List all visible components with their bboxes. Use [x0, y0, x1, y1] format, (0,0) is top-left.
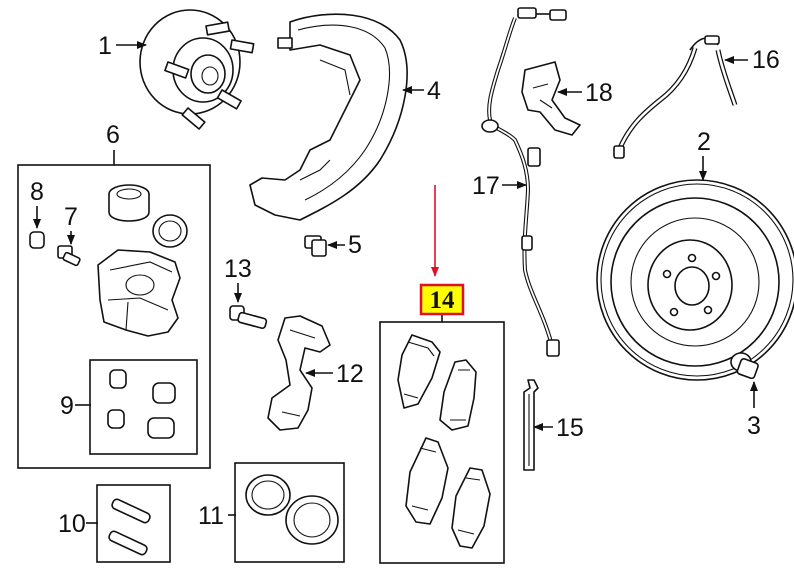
wear-sensor-wire-part [481, 7, 567, 357]
label-7: 7 [64, 203, 78, 231]
seal-kit-box [234, 462, 345, 563]
callout-4: 4 [402, 77, 441, 105]
label-13: 13 [224, 255, 252, 283]
label-5: 5 [348, 231, 362, 259]
callout-11: 11 [198, 502, 236, 530]
callout-1: 1 [98, 32, 147, 60]
bolt-part-5 [304, 235, 327, 257]
callout-17: 17 [472, 172, 527, 200]
label-15: 15 [556, 414, 584, 442]
caliper-bracket-part [267, 315, 331, 431]
callout-18: 18 [557, 79, 613, 107]
callout-13: 13 [224, 255, 252, 303]
label-11: 11 [198, 502, 224, 530]
callout-15: 15 [533, 414, 584, 442]
callout-7: 7 [64, 203, 78, 245]
label-4: 4 [427, 77, 441, 105]
label-2: 2 [697, 128, 711, 156]
callout-12: 12 [305, 360, 364, 388]
bracket-part-18 [521, 61, 581, 136]
label-17: 17 [472, 172, 500, 200]
rotor-screw-part [730, 352, 759, 380]
label-9: 9 [60, 392, 74, 420]
callout-8: 8 [30, 178, 44, 229]
label-18: 18 [585, 79, 613, 107]
label-10: 10 [58, 510, 86, 538]
bleeder-screw-part [57, 245, 81, 267]
callout-2: 2 [697, 128, 711, 181]
callout-5: 5 [327, 231, 362, 259]
bushings-part [107, 369, 176, 439]
callout-9: 9 [60, 392, 91, 420]
bleeder-cap-part [29, 231, 45, 249]
callout-6: 6 [106, 121, 120, 165]
label-12: 12 [336, 360, 364, 388]
label-8: 8 [30, 178, 44, 206]
brake-hose-part [613, 35, 738, 159]
callout-3: 3 [747, 381, 761, 440]
caliper-part [97, 249, 181, 337]
callout-10: 10 [58, 510, 98, 538]
brake-rotor-part [596, 179, 794, 381]
seals-part [245, 474, 339, 545]
label-16: 16 [752, 46, 780, 74]
splash-shield-part [249, 13, 408, 221]
brake-pad-set-box [379, 321, 505, 564]
wheel-hub-part [139, 9, 255, 130]
brake-pad-set-highlight: 14 [419, 283, 465, 316]
label-1: 1 [98, 32, 112, 60]
label-3: 3 [747, 412, 761, 440]
guide-pins-part [108, 498, 151, 556]
bolt-part-13 [229, 305, 268, 330]
wear-clip-part [523, 379, 539, 471]
piston-part [108, 184, 188, 248]
bushing-kit-box [89, 359, 198, 455]
callout-16: 16 [724, 46, 780, 74]
label-14: 14 [430, 287, 456, 314]
brake-pads-part [397, 334, 491, 549]
label-6: 6 [106, 121, 120, 149]
